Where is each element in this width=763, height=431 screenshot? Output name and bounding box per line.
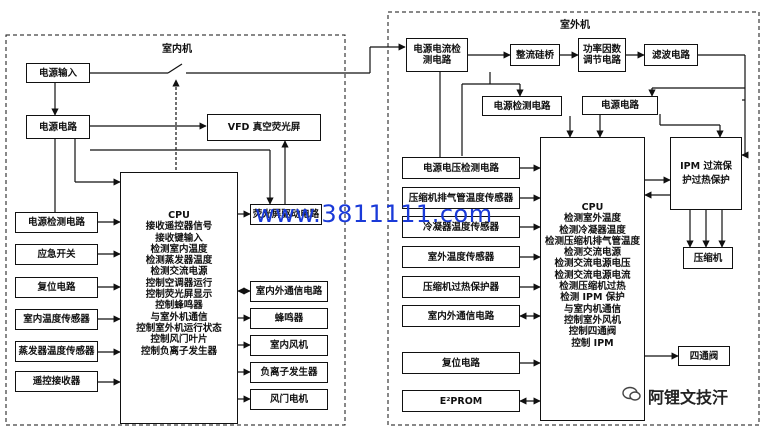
indoor-comm-box: 室内外通信电路 xyxy=(250,281,328,302)
four-way-valve-box: 四通阀 xyxy=(678,346,730,366)
emergency-switch-box: 应急开关 xyxy=(15,244,98,265)
indoor-fan-box: 室内风机 xyxy=(250,335,328,356)
indoor-temp-sensor-box: 室内温度传感器 xyxy=(15,309,98,330)
watermark-brand: 阿锂文技汗 xyxy=(648,388,729,407)
evaporator-temp-sensor-box: 蒸发器温度传感器 xyxy=(15,341,98,362)
rectifier-bridge-box: 整流硅桥 xyxy=(510,44,560,66)
indoor-power-detect-box: 电源检测电路 xyxy=(15,212,98,233)
outdoor-comm-box: 室内外通信电路 xyxy=(402,305,520,327)
watermark-url: www.3811111.com xyxy=(255,200,493,228)
filter-box: 滤波电路 xyxy=(644,44,698,66)
indoor-frame xyxy=(5,34,346,426)
ion-generator-box: 负离子发生器 xyxy=(250,362,328,383)
outdoor-title: 室外机 xyxy=(560,20,590,31)
outdoor-cpu-text: CPU 检测室外温度 检测冷凝器温度 检测压缩机排气管温度 检测交流电源 检测交… xyxy=(544,202,640,349)
vfd-display-box: VFD 真空荧光屏 xyxy=(207,114,321,141)
indoor-title: 室内机 xyxy=(162,44,192,55)
outdoor-power-circuit-box: 电源电路 xyxy=(582,96,658,115)
buzzer-box: 蜂鸣器 xyxy=(250,308,328,329)
supply-voltage-detect-box: 电源电压检测电路 xyxy=(402,157,520,179)
outdoor-cpu-box xyxy=(540,137,645,421)
outdoor-reset-box: 复位电路 xyxy=(402,352,520,374)
outdoor-temp-sensor-box: 室外温度传感器 xyxy=(402,246,520,268)
indoor-cpu-text: CPU 接收遥控器信号 接收键输入 检测室内温度 检测蒸发器温度 检测交流电源 … xyxy=(136,210,222,357)
outdoor-power-detect-box: 电源检测电路 xyxy=(482,96,562,116)
indoor-power-circuit-box: 电源电路 xyxy=(26,115,90,139)
damper-motor-box: 风门电机 xyxy=(250,389,328,410)
indoor-cpu-box xyxy=(120,172,238,424)
eeprom-box: E²PROM xyxy=(402,390,520,412)
vfd-driver-box: 荧光屏驱动电路 xyxy=(250,204,322,225)
indoor-power-input-box: 电源输入 xyxy=(26,63,90,83)
indoor-reset-box: 复位电路 xyxy=(15,277,98,298)
pfc-box: 功率因数调节电路 xyxy=(578,38,626,72)
outdoor-frame xyxy=(387,11,760,426)
current-detect-box: 电源电流检测电路 xyxy=(406,38,468,72)
discharge-temp-sensor-box: 压缩机排气管温度传感器 xyxy=(402,187,520,209)
chat-bubble-icon xyxy=(622,386,641,401)
condenser-temp-sensor-box: 冷凝器温度传感器 xyxy=(402,216,520,238)
compressor-overheat-box: 压缩机过热保护器 xyxy=(402,276,520,298)
compressor-box: 压缩机 xyxy=(683,247,733,269)
remote-receiver-box: 遥控接收器 xyxy=(15,371,98,392)
ipm-protection-box: IPM 过流保护过热保护 xyxy=(670,137,742,210)
